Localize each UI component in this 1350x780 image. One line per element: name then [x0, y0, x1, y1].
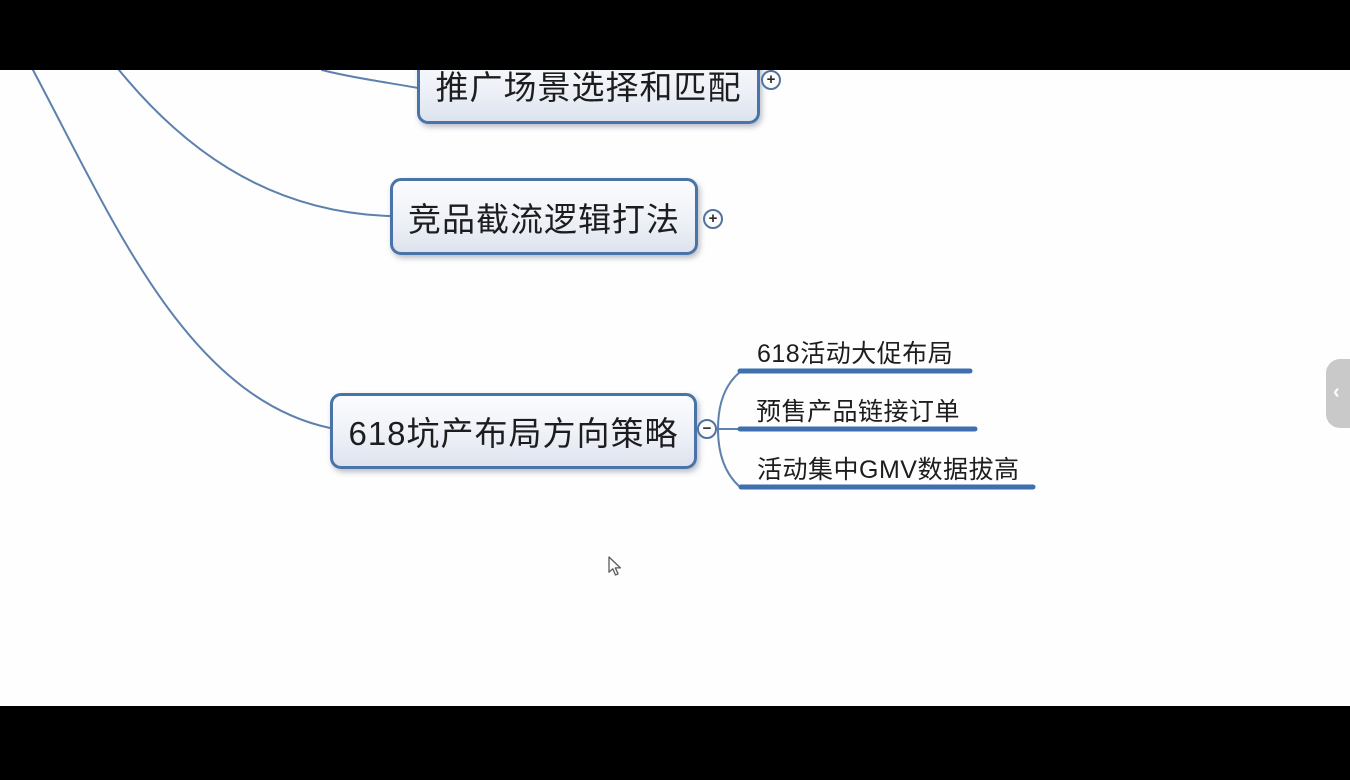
topic-node-618-strategy[interactable]: 618坑产布局方向策略: [330, 393, 697, 469]
expand-plus-icon[interactable]: +: [703, 209, 723, 229]
minus-glyph: −: [702, 420, 712, 437]
child-topic-618-campaign-layout[interactable]: 618活动大促布局: [757, 334, 953, 370]
branch-line-to-topic-1: [118, 69, 391, 217]
chevron-left-icon: ‹: [1333, 380, 1340, 403]
bottom-letterbox-bar: [0, 706, 1350, 780]
mouse-cursor-icon: [608, 556, 623, 582]
collapse-minus-icon[interactable]: −: [697, 419, 717, 439]
topic-label: 竞品截流逻辑打法: [408, 200, 680, 238]
topic-label: 618坑产布局方向策略: [348, 415, 679, 452]
children-bracket-curve: [716, 371, 741, 488]
branch-line-to-topic-2: [32, 69, 331, 429]
topic-label: 推广场景选择和匹配: [435, 69, 742, 106]
child-topic-label: 预售产品链接订单: [756, 398, 961, 426]
child-topic-gmv-boost[interactable]: 活动集中GMV数据拔高: [757, 450, 1019, 486]
expand-plus-icon[interactable]: +: [761, 70, 781, 90]
child-topic-presale-orders[interactable]: 预售产品链接订单: [756, 392, 960, 428]
top-letterbox-bar: [0, 0, 1350, 70]
plus-glyph: +: [708, 210, 718, 227]
plus-glyph: +: [766, 71, 776, 88]
child-topic-label: 618活动大促布局: [757, 340, 954, 368]
topic-node-competitor-intercept[interactable]: 竞品截流逻辑打法: [390, 178, 698, 255]
branch-line-to-topic-0: [321, 69, 419, 89]
sidebar-collapse-tab[interactable]: ‹: [1326, 359, 1350, 428]
child-topic-label: 活动集中GMV数据拔高: [757, 456, 1020, 484]
